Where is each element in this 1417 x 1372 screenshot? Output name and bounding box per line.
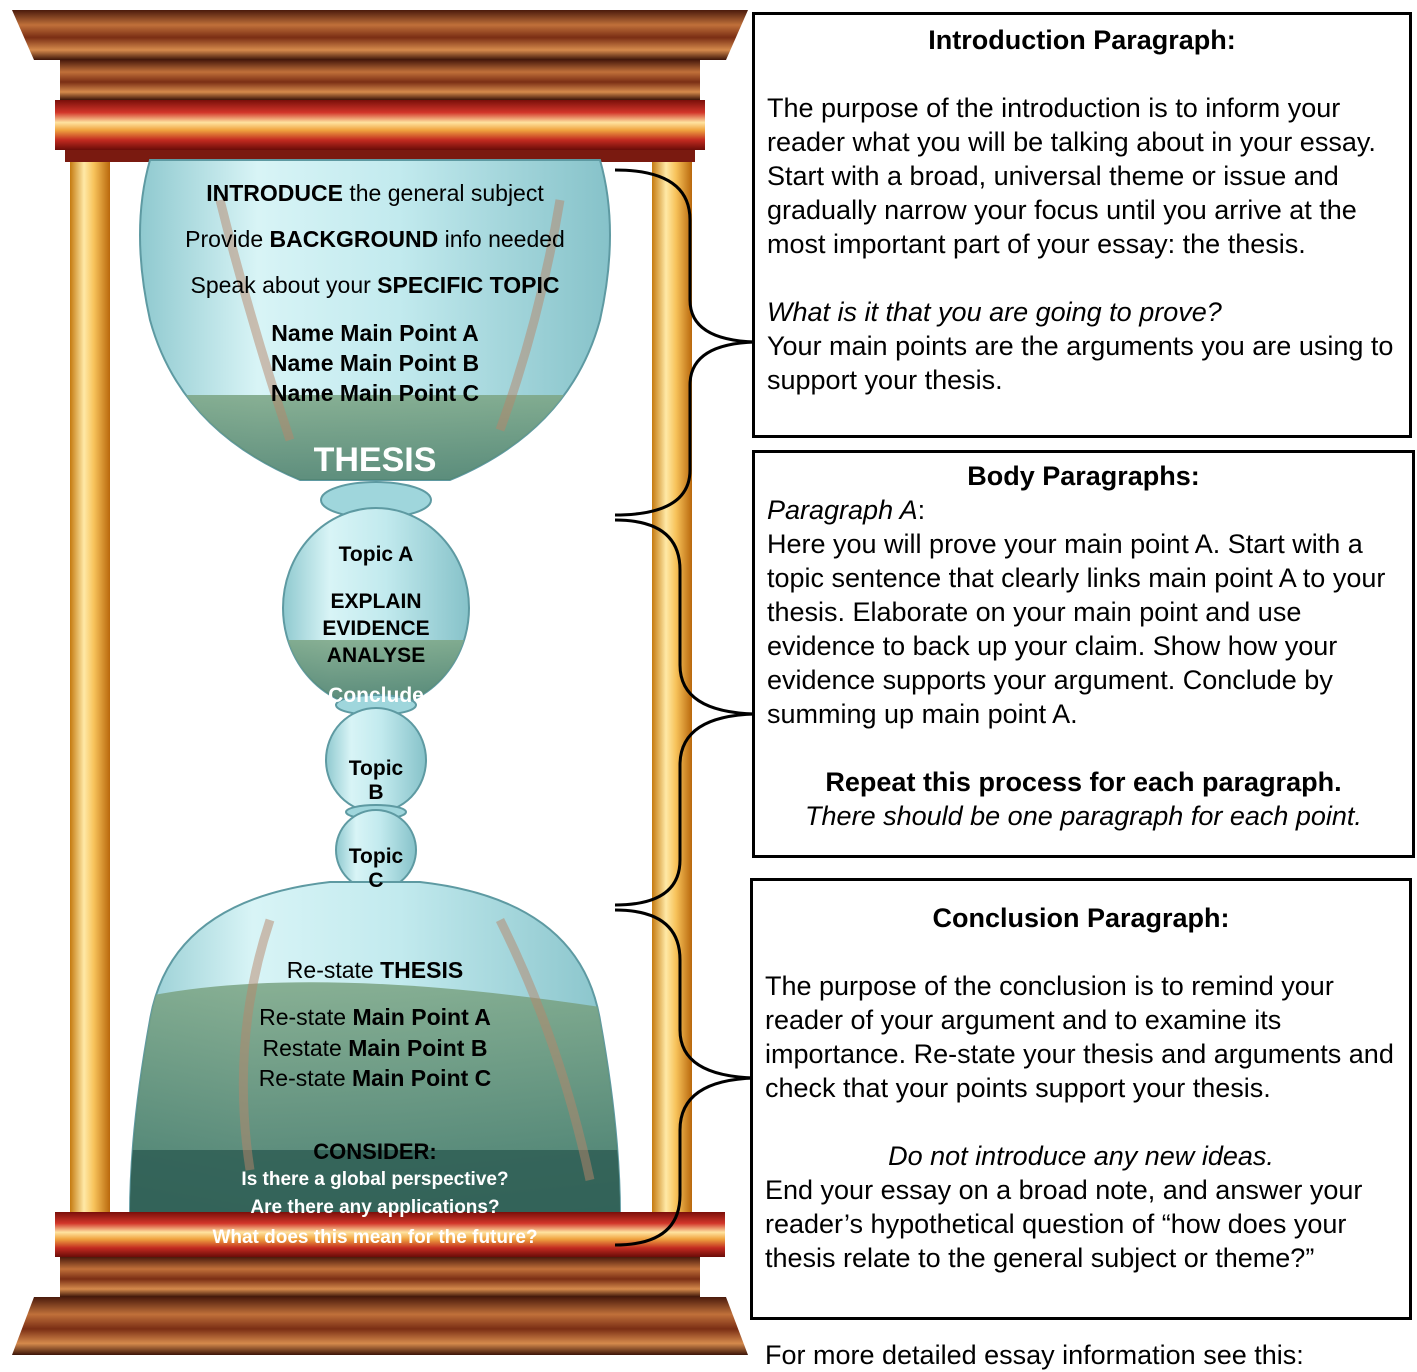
conclusion-point-c: Re-state Main Point C <box>258 1065 492 1091</box>
conclusion-panel-body: The purpose of the conclusion is to remi… <box>765 971 1394 1103</box>
footer-note: For more detailed essay information see … <box>765 1340 1304 1370</box>
thesis-label: THESIS <box>313 441 437 479</box>
body-panel: Body Paragraphs: Paragraph A: Here you w… <box>752 450 1415 858</box>
hourglass-diagram <box>12 10 756 1355</box>
consider-q1: Is there a global perspective? <box>241 1169 509 1190</box>
conclusion-point-a: Re-state Main Point A <box>259 1004 491 1030</box>
intro-panel: Introduction Paragraph: The purpose of t… <box>752 12 1412 438</box>
body-panel-paragraph-label: Paragraph A: <box>767 495 926 525</box>
body-panel-repeat: Repeat this process for each paragraph. <box>825 767 1342 797</box>
intro-line-introduce: INTRODUCE the general subject <box>206 180 544 206</box>
explain-label: EXPLAIN <box>330 590 422 613</box>
intro-line-topic: Speak about your SPECIFIC TOPIC <box>190 272 560 298</box>
intro-point-a: Name Main Point A <box>271 320 479 346</box>
consider-q2: Are there any applications? <box>250 1197 500 1218</box>
intro-point-c: Name Main Point C <box>270 380 480 406</box>
intro-line-background: Provide BACKGROUND info needed <box>185 226 565 252</box>
consider-q3: What does this mean for the future? <box>212 1227 538 1248</box>
intro-point-b: Name Main Point B <box>270 350 480 376</box>
conclusion-point-b: Restate Main Point B <box>262 1035 488 1061</box>
intro-panel-question: What is it that you are going to prove? <box>767 297 1222 327</box>
body-panel-note: There should be one paragraph for each p… <box>805 801 1362 831</box>
conclude-label: Conclude <box>328 684 424 707</box>
analyse-label: ANALYSE <box>326 644 426 667</box>
intro-panel-support: Your main points are the arguments you a… <box>767 331 1394 395</box>
body-panel-text: Here you will prove your main point A. S… <box>767 529 1386 729</box>
conclusion-panel-title: Conclusion Paragraph: <box>932 903 1230 933</box>
conclusion-panel-end: End your essay on a broad note, and answ… <box>765 1175 1363 1273</box>
body-panel-title: Body Paragraphs: <box>967 461 1200 491</box>
conclusion-restate-thesis: Re-state THESIS <box>286 957 464 983</box>
conclusion-panel-warning: Do not introduce any new ideas. <box>888 1141 1274 1171</box>
consider-label: CONSIDER: <box>313 1139 437 1164</box>
evidence-label: EVIDENCE <box>322 617 430 640</box>
conclusion-panel: Conclusion Paragraph: The purpose of the… <box>750 878 1412 1320</box>
intro-panel-body: The purpose of the introduction is to in… <box>767 93 1376 259</box>
intro-panel-title: Introduction Paragraph: <box>928 25 1236 55</box>
topic-a-label: Topic A <box>338 543 414 566</box>
